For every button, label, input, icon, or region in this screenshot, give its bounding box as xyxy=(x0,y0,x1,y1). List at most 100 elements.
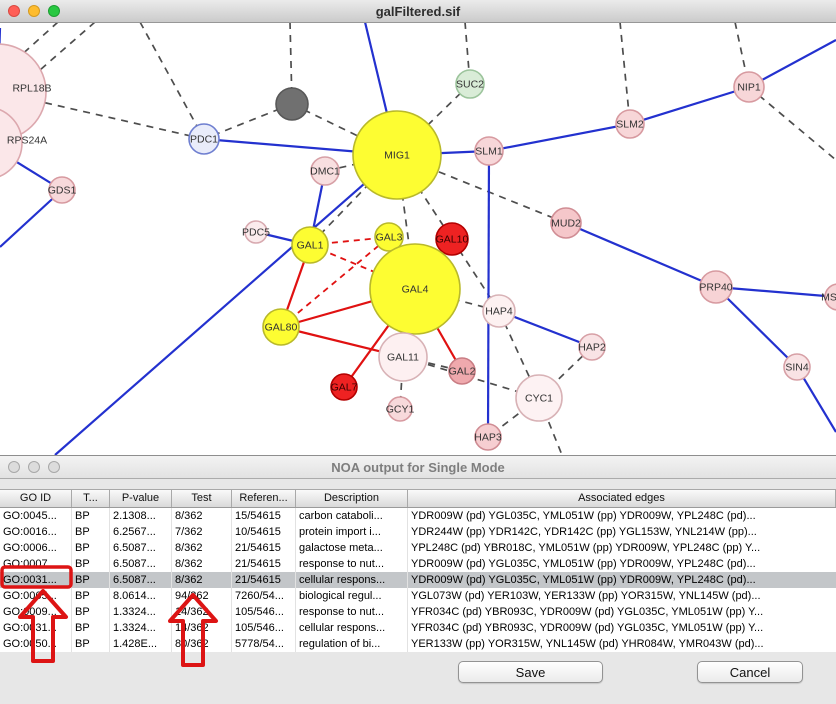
column-header-cell-3[interactable]: Test xyxy=(172,490,232,507)
table-row-3-cell-2[interactable]: 6.5087... xyxy=(110,556,172,572)
graph-node-GCY1[interactable] xyxy=(387,396,413,422)
table-row-7-cell-4[interactable]: 105/546... xyxy=(232,620,296,636)
graph-node-GDS1[interactable] xyxy=(48,176,76,204)
noa-window-titlebar[interactable]: NOA output for Single Mode xyxy=(0,456,836,479)
table-row-1-cell-2[interactable]: 6.2567... xyxy=(110,524,172,540)
graph-node-HAP3[interactable] xyxy=(474,423,502,451)
column-header-cell-0[interactable]: GO ID xyxy=(0,490,72,507)
table-row-4-cell-3[interactable]: 8/362 xyxy=(172,572,232,588)
graph-node-GAL1[interactable] xyxy=(291,226,329,264)
table-row-6-cell-0[interactable]: GO:0009... xyxy=(0,604,72,620)
zoom-button[interactable] xyxy=(48,5,60,17)
graph-edge[interactable] xyxy=(39,21,96,71)
graph-node-SUC2[interactable] xyxy=(455,69,485,99)
table-row-8-cell-5[interactable]: regulation of bi... xyxy=(296,636,408,652)
graph-node-DARK[interactable] xyxy=(275,87,309,121)
table-row-5-cell-5[interactable]: biological regul... xyxy=(296,588,408,604)
table-row-3-cell-5[interactable]: response to nut... xyxy=(296,556,408,572)
table-row-8-cell-3[interactable]: 80/362 xyxy=(172,636,232,652)
graph-edge[interactable] xyxy=(538,397,563,455)
graph-node-HAP4[interactable] xyxy=(482,294,516,328)
graph-edge[interactable] xyxy=(486,150,491,438)
graph-node-RPL18B[interactable] xyxy=(0,43,47,141)
graph-edge[interactable] xyxy=(54,154,398,455)
table-row-4-cell-6[interactable]: YDR009W (pd) YGL035C, YML051W (pp) YDR00… xyxy=(411,574,756,586)
table-row-7-cell-5[interactable]: cellular respons... xyxy=(296,620,408,636)
table-row-6-cell-5[interactable]: response to nut... xyxy=(296,604,408,620)
minimize-button[interactable] xyxy=(28,5,40,17)
table-row-6-cell-3[interactable]: 14/362 xyxy=(172,604,232,620)
table-row-4-cell-2[interactable]: 6.5087... xyxy=(110,572,172,588)
graph-node-SLM1[interactable] xyxy=(474,136,504,166)
table-row-0-cell-0[interactable]: GO:0045... xyxy=(0,508,72,524)
graph-edge[interactable] xyxy=(0,189,63,248)
table-row-7-cell-1[interactable]: BP xyxy=(72,620,110,636)
graph-node-SLM2[interactable] xyxy=(615,109,645,139)
table-row-3-cell-6[interactable]: YDR009W (pd) YGL035C, YML051W (pp) YDR00… xyxy=(411,558,756,570)
graph-edge[interactable] xyxy=(309,154,398,246)
graph-node-GAL80[interactable] xyxy=(262,308,300,346)
table-row-5-cell-6[interactable]: YGL073W (pd) YER103W, YER133W (pp) YOR31… xyxy=(411,590,761,602)
graph-edge[interactable] xyxy=(715,285,836,298)
table-row-3-cell-4[interactable]: 21/54615 xyxy=(232,556,296,572)
table-row-2-cell-5[interactable]: galactose meta... xyxy=(296,540,408,556)
table-row-5-cell-2[interactable]: 8.0614... xyxy=(110,588,172,604)
table-row-7-cell-6[interactable]: YFR034C (pd) YBR093C, YDR009W (pd) YGL03… xyxy=(411,622,764,634)
graph-edge[interactable] xyxy=(488,122,631,153)
table-row-1-cell-4[interactable]: 10/54615 xyxy=(232,524,296,540)
table-row-4-cell-1[interactable]: BP xyxy=(72,572,110,588)
table-row-2-cell-4[interactable]: 21/54615 xyxy=(232,540,296,556)
graph-edge[interactable] xyxy=(565,221,717,289)
network-window-titlebar[interactable]: galFiltered.sif xyxy=(0,0,836,23)
close-button[interactable] xyxy=(8,5,20,17)
graph-node-GAL11[interactable] xyxy=(378,332,428,382)
graph-node-MUD2[interactable] xyxy=(550,207,582,239)
graph-node-MS[interactable] xyxy=(824,283,836,311)
graph-edge[interactable] xyxy=(464,21,471,85)
close-button[interactable] xyxy=(8,461,20,473)
column-header-cell-2[interactable]: P-value xyxy=(110,490,172,507)
table-row-6-cell-2[interactable]: 1.3324... xyxy=(110,604,172,620)
table-row-5-cell-0[interactable]: GO:0065... xyxy=(0,588,72,604)
table-row-0-cell-4[interactable]: 15/54615 xyxy=(232,508,296,524)
table-row-7-cell-3[interactable]: 14/362 xyxy=(172,620,232,636)
table-row-4-cell-5[interactable]: cellular respons... xyxy=(296,572,408,588)
zoom-button[interactable] xyxy=(48,461,60,473)
graph-edge[interactable] xyxy=(748,39,836,88)
table-row-6-cell-4[interactable]: 105/546... xyxy=(232,604,296,620)
graph-edge[interactable] xyxy=(396,154,416,290)
table-row-7-cell-2[interactable]: 1.3324... xyxy=(110,620,172,636)
graph-edge[interactable] xyxy=(280,236,390,328)
graph-node-CYC1[interactable] xyxy=(515,374,563,422)
graph-edge[interactable] xyxy=(402,356,463,372)
table-row-2-cell-2[interactable]: 6.5087... xyxy=(110,540,172,556)
table-row-1-cell-5[interactable]: protein import i... xyxy=(296,524,408,540)
graph-node-HAP2[interactable] xyxy=(578,333,606,361)
graph-node-GAL2[interactable] xyxy=(448,357,476,385)
graph-edge[interactable] xyxy=(748,86,836,161)
table-row-6-cell-6[interactable]: YFR034C (pd) YBR093C, YDR009W (pd) YGL03… xyxy=(411,606,764,618)
column-header-cell-5[interactable]: Description xyxy=(296,490,408,507)
table-row-0-cell-2[interactable]: 2.1308... xyxy=(110,508,172,524)
graph-edge[interactable] xyxy=(0,91,205,140)
cancel-button[interactable]: Cancel xyxy=(697,661,803,683)
column-header-cell-1[interactable]: T... xyxy=(72,490,110,507)
table-row-1-cell-3[interactable]: 7/362 xyxy=(172,524,232,540)
graph-node-GAL10[interactable] xyxy=(435,222,469,256)
graph-edge[interactable] xyxy=(396,154,567,224)
table-row-5-cell-3[interactable]: 94/362 xyxy=(172,588,232,604)
table-row-8-cell-4[interactable]: 5778/54... xyxy=(232,636,296,652)
table-row-8-cell-1[interactable]: BP xyxy=(72,636,110,652)
graph-node-GAL3[interactable] xyxy=(374,222,404,252)
